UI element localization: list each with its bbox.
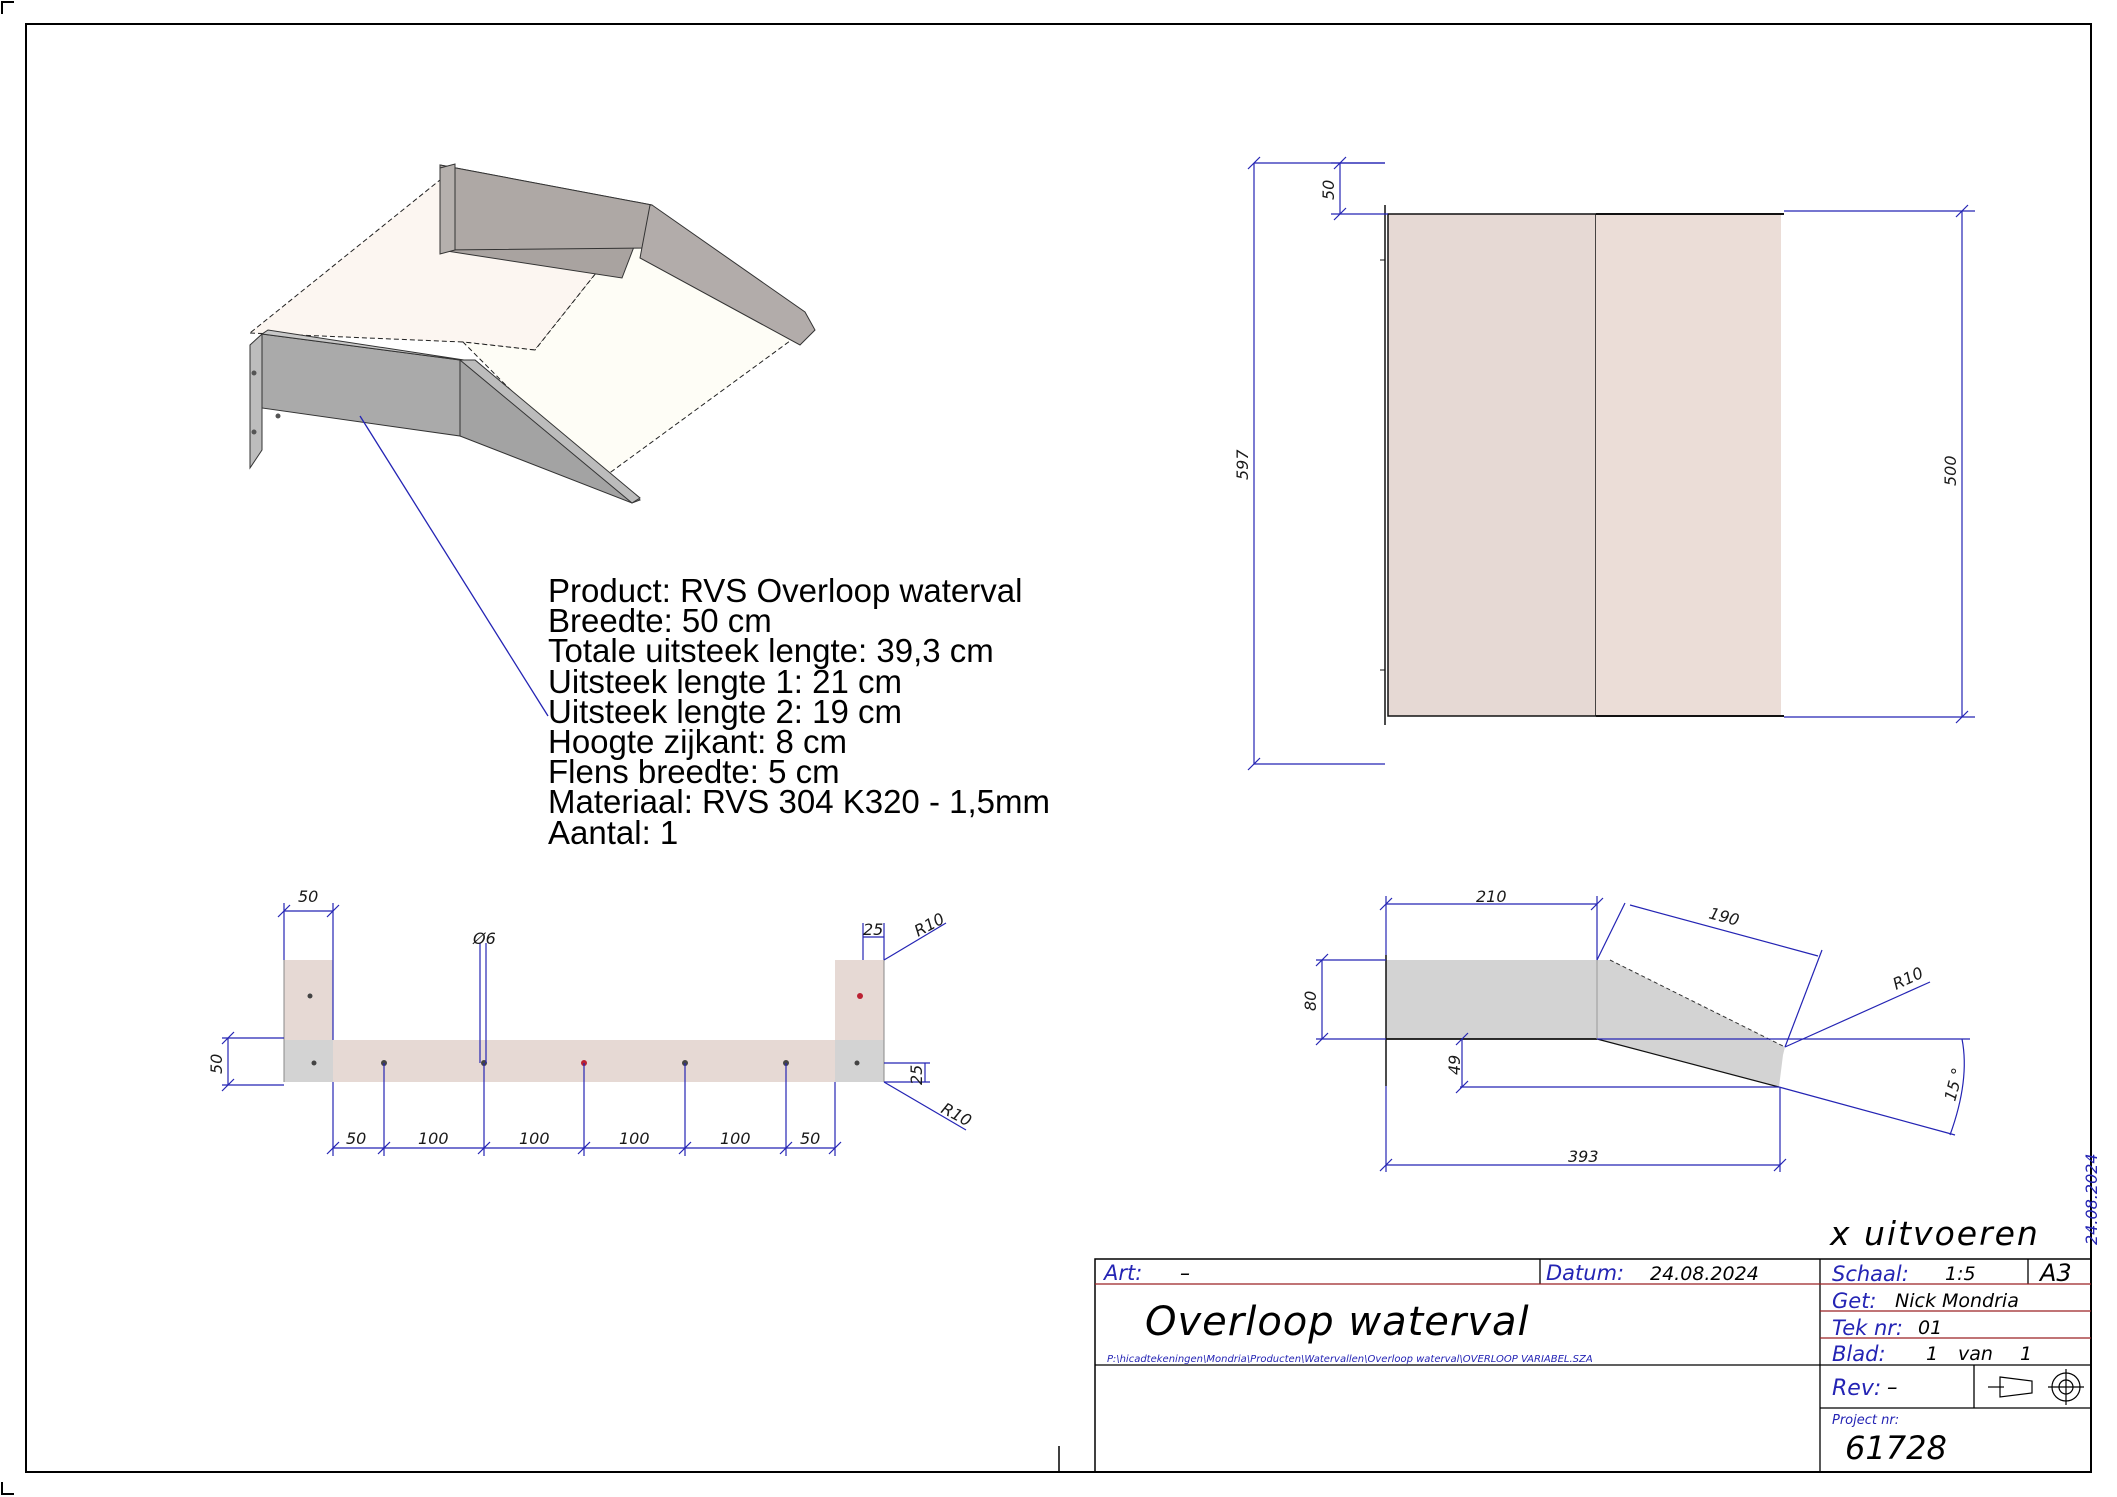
blad-value: 1 xyxy=(1926,1343,1938,1365)
schaal-value: 1:5 xyxy=(1945,1263,1976,1285)
datum-label: Datum: xyxy=(1546,1261,1624,1285)
spec-material: Materiaal: RVS 304 K320 - 1,5mm xyxy=(548,783,1050,821)
schaal-label: Schaal: xyxy=(1832,1262,1909,1286)
blad-van: van xyxy=(1958,1343,1993,1365)
iso-flange-hole xyxy=(275,413,281,419)
corner-mark-bl xyxy=(1,1482,14,1495)
front-left-flange-bottom xyxy=(284,1040,333,1082)
drawing-title: Overloop waterval xyxy=(1145,1299,1530,1345)
front-left-flange-top xyxy=(284,960,333,1040)
iso-flange-hole xyxy=(251,370,257,376)
iso-front-wall-1 xyxy=(261,333,461,437)
spec-flange-width: Flens breedte: 5 cm xyxy=(548,753,840,791)
dim-top-width: 500 xyxy=(1941,455,1960,486)
spec-side-height: Hoogte zijkant: 8 cm xyxy=(548,723,847,761)
top-plate-1 xyxy=(1387,213,1597,717)
teknr-value: 01 xyxy=(1918,1317,1942,1339)
iso-back-wall-1b xyxy=(439,164,653,251)
top-plate-2 xyxy=(1596,214,1781,716)
side-wall-1 xyxy=(1386,960,1597,1039)
teknr-label: Tek nr: xyxy=(1832,1316,1903,1340)
blad-total: 1 xyxy=(2020,1343,2032,1365)
iso-back-wall-2 xyxy=(639,204,816,346)
dim-side-len1: 210 xyxy=(1476,887,1507,906)
blad-label: Blad: xyxy=(1832,1342,1886,1366)
spec-product: Product: RVS Overloop waterval xyxy=(548,572,1023,609)
project-label: Project nr: xyxy=(1832,1413,1899,1428)
dim-front-radius-br: R10 xyxy=(938,1099,975,1131)
spec-length-1: Uitsteek lengte 1: 21 cm xyxy=(548,662,903,700)
corner-mark-tl xyxy=(1,1,14,14)
front-right-flange-top xyxy=(835,960,884,1040)
dim-front-flange: 50 xyxy=(298,887,318,906)
dim-front-radius-tr: R10 xyxy=(911,909,948,941)
datum-value: 24.08.2024 xyxy=(1650,1263,1759,1285)
dim-top-total: 597 xyxy=(1233,449,1252,480)
rev-value: – xyxy=(1887,1375,1898,1399)
date-stamp: 24.08.2024 xyxy=(2082,1153,2101,1245)
sheet-size: A3 xyxy=(2038,1259,2072,1287)
side-dashed-edge xyxy=(1609,959,1786,1048)
iso-front-wall-top-2 xyxy=(458,359,641,504)
dim-front-edge-tr: 25 xyxy=(863,920,883,939)
sheet-border xyxy=(25,23,2092,1473)
iso-flange-hole xyxy=(251,429,257,435)
art-value: – xyxy=(1180,1261,1190,1285)
get-value: Nick Mondria xyxy=(1895,1290,2019,1312)
file-path: P:\hicadtekeningen\Mondria\Producten\Wat… xyxy=(1107,1354,1593,1365)
rev-label: Rev: xyxy=(1832,1376,1881,1401)
dim-side-height: 80 xyxy=(1301,991,1320,1011)
execute-note: x uitvoeren xyxy=(1829,1214,2040,1253)
dim-side-total: 393 xyxy=(1568,1147,1599,1166)
front-right-flange-bottom xyxy=(835,1040,884,1082)
top-view: 50 597 500 xyxy=(1233,156,1975,771)
side-view: 210 190 R10 80 49 15 ° 393 xyxy=(1301,887,1970,1172)
spec-length-2: Uitsteek lengte 2: 19 cm xyxy=(548,692,903,730)
dim-side-len2: 190 xyxy=(1707,904,1741,930)
spec-total-length: Totale uitsteek lengte: 39,3 cm xyxy=(548,632,994,670)
dim-side-radius: R10 xyxy=(1890,963,1927,994)
dim-front-hole: Ø6 xyxy=(472,929,496,948)
side-wall-2 xyxy=(1597,960,1785,1087)
dim-front-spacing: 100 xyxy=(519,1129,550,1148)
spec-width: Breedte: 50 cm xyxy=(548,602,772,640)
iso-flange-back xyxy=(439,163,456,255)
dim-side-angle: 15 ° xyxy=(1941,1066,1968,1103)
dim-front-spacing: 50 xyxy=(800,1129,820,1148)
dim-front-spacing: 50 xyxy=(346,1129,366,1148)
art-label: Art: xyxy=(1102,1261,1142,1285)
title-block: x uitvoeren 24.08.2024 Art: – Datum: 24.… xyxy=(1094,1153,2101,1473)
product-specs: Product: RVS Overloop waterval Breedte: … xyxy=(548,572,1050,851)
iso-front-flange xyxy=(249,332,263,470)
projection-symbol-icon xyxy=(1988,1369,2084,1405)
isometric-view xyxy=(248,163,816,717)
spec-leader-line xyxy=(359,415,549,717)
project-value: 61728 xyxy=(1845,1429,1947,1467)
spec-quantity: Aantal: 1 xyxy=(548,813,679,851)
dim-front-edge-br: 25 xyxy=(907,1065,926,1085)
side-bottom-edge xyxy=(1596,1038,1780,1088)
dim-front-spacing: 100 xyxy=(619,1129,650,1148)
dim-front-spacing: 100 xyxy=(720,1129,751,1148)
dim-top-flange: 50 xyxy=(1319,180,1338,200)
front-view: 50 Ø6 25 R10 50 25 R10 50 100 100 100 10… xyxy=(207,887,975,1156)
dim-front-spacing: 100 xyxy=(418,1129,449,1148)
dim-front-height: 50 xyxy=(207,1054,226,1074)
dim-side-drop: 49 xyxy=(1445,1055,1464,1075)
get-label: Get: xyxy=(1832,1289,1877,1313)
